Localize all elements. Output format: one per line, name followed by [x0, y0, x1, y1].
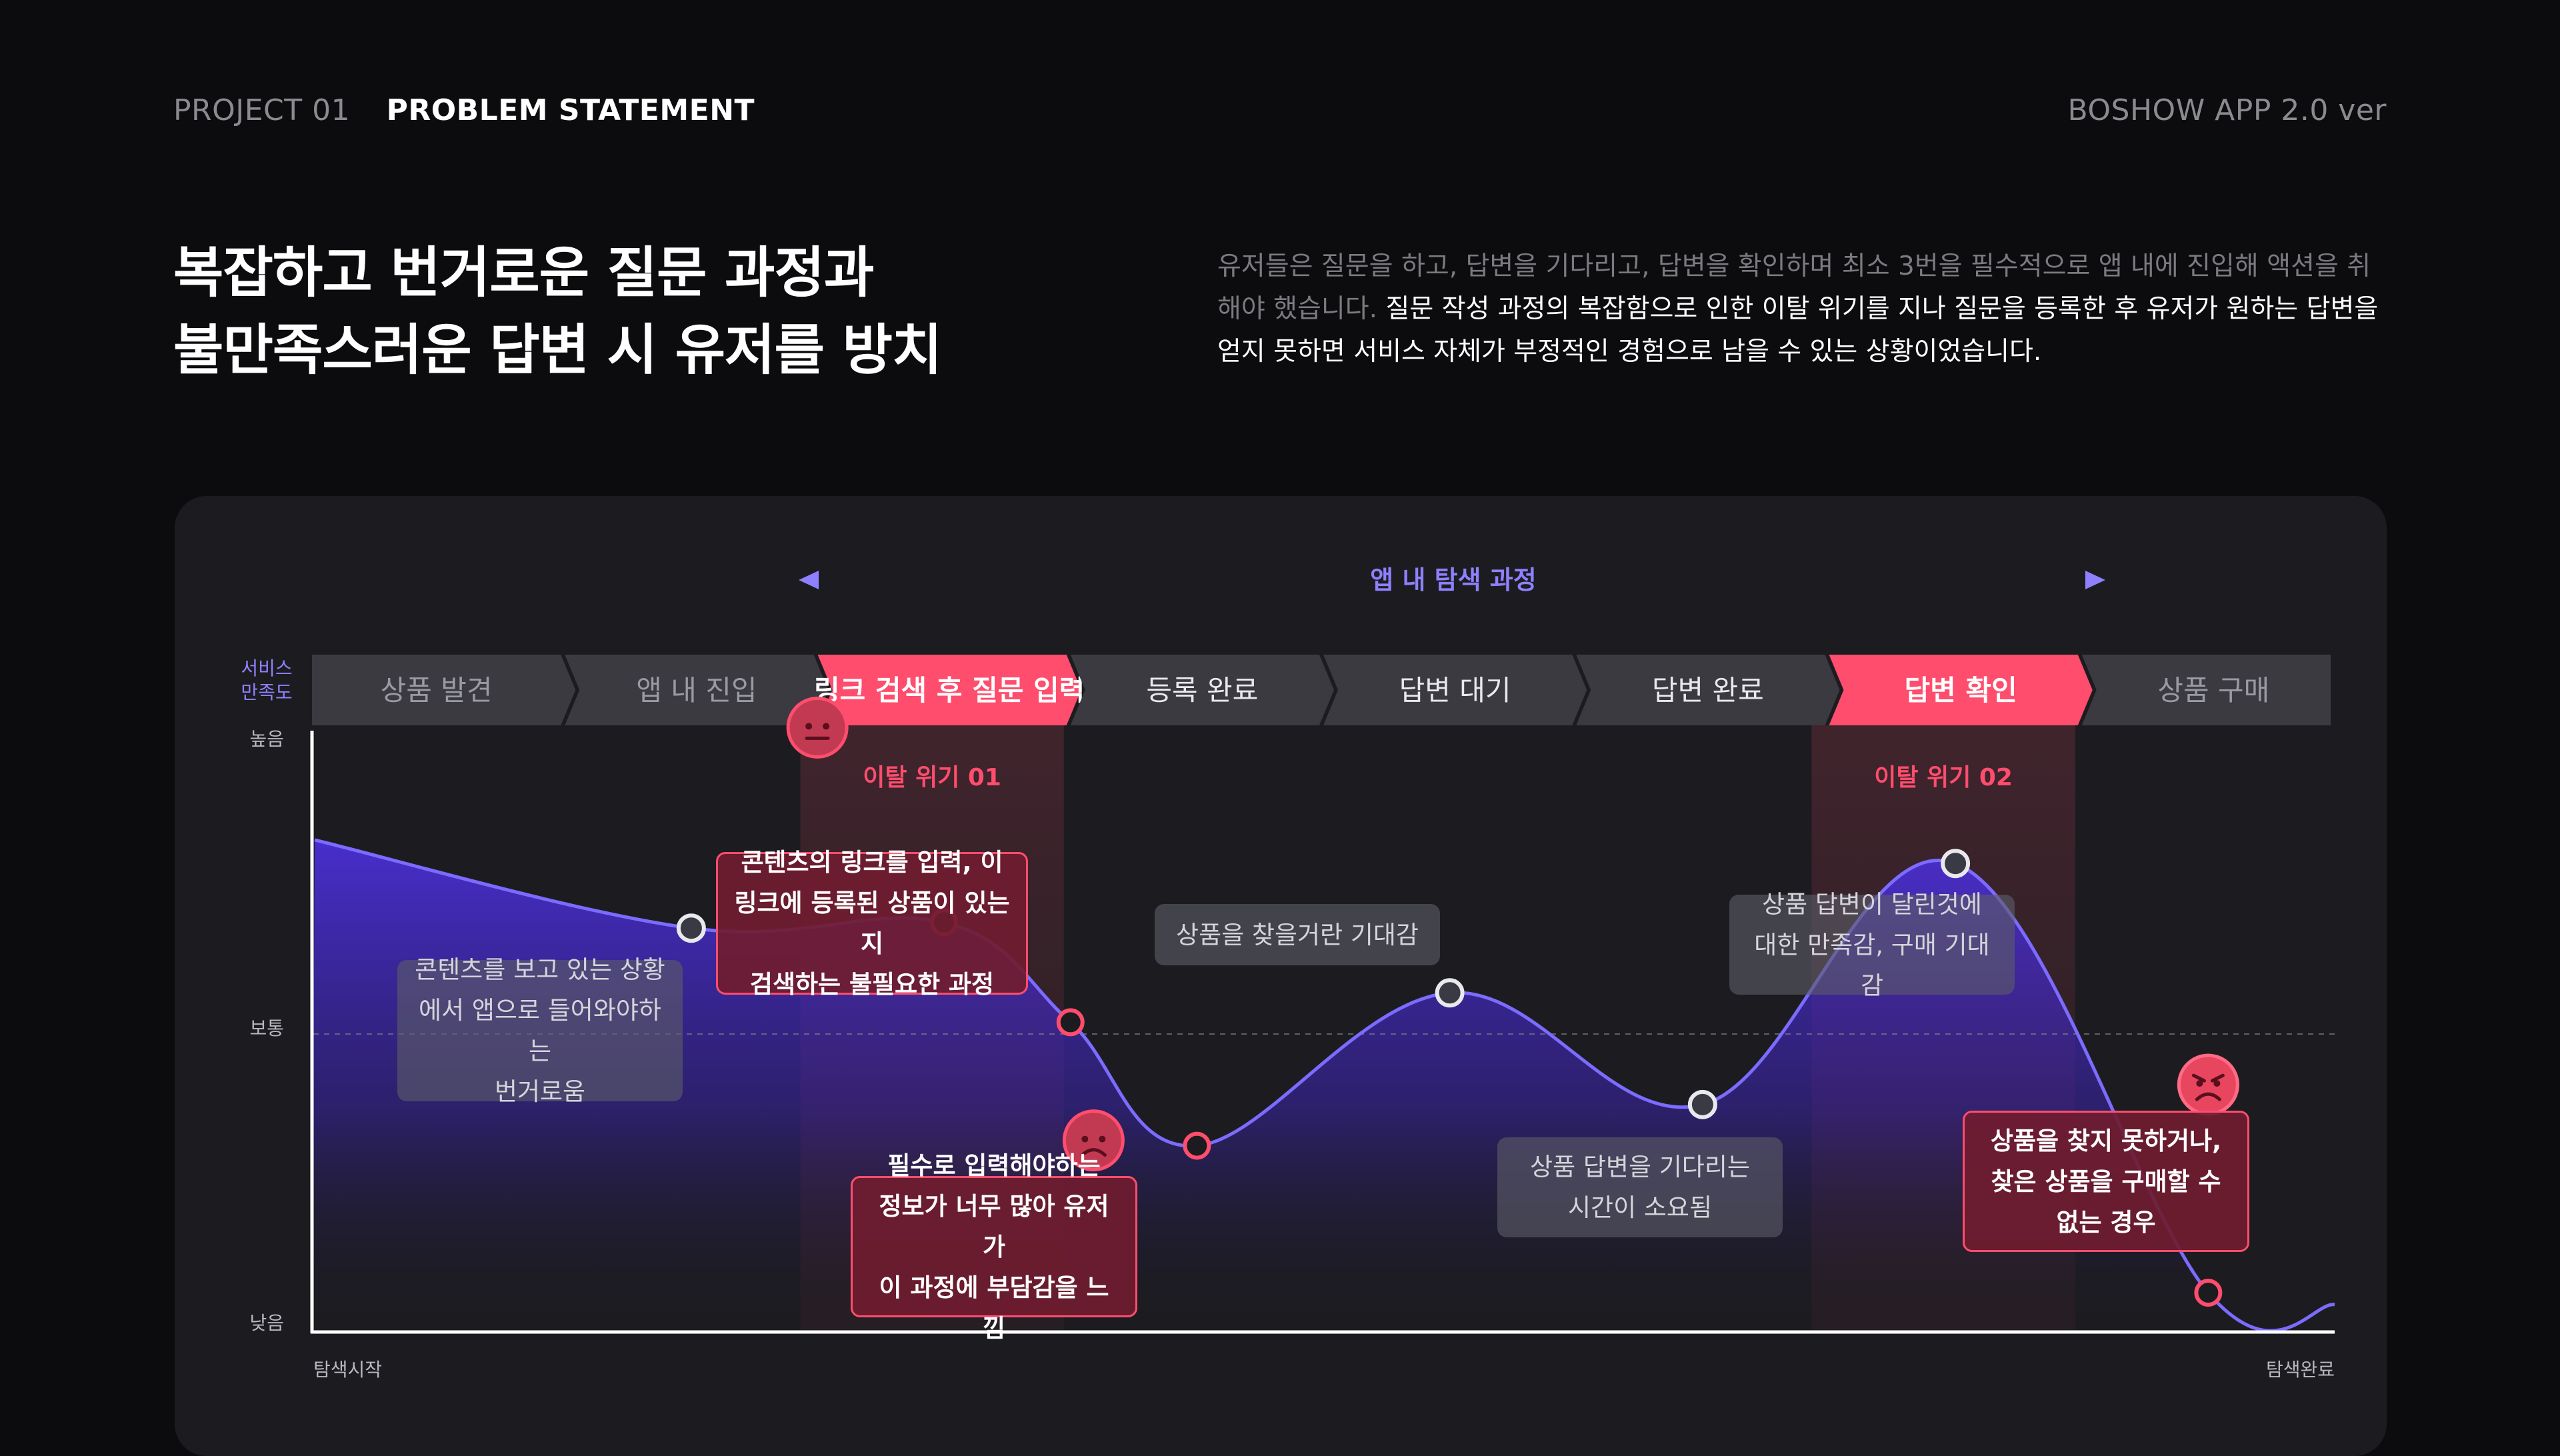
journey-point-4 — [1183, 1131, 1211, 1160]
headline-line-2: 불만족스러운 답변 시 유저를 방치 — [173, 319, 942, 382]
note-required-info: 필수로 입력해야하는 정보가 너무 많아 유저가 이 과정에 부담감을 느낌 — [851, 1151, 1137, 1343]
neutral-face-icon — [786, 696, 849, 759]
journey-point-6 — [1687, 1089, 1717, 1119]
y-level-high: 높음 — [249, 728, 284, 750]
stage-chevron-8 — [2081, 655, 2331, 725]
stage-chevron-3 — [817, 655, 1081, 725]
crisis-zone-label-1: 이탈 위기 01 — [863, 764, 1001, 791]
note-waiting-time: 상품 답변을 기다리는 시간이 소요됨 — [1497, 1137, 1783, 1237]
note-answer-satisfaction: 상품 답변이 달린것에 대한 만족감, 구매 기대감 — [1729, 890, 2015, 1000]
y-axis-title-1: 서비스 — [241, 657, 292, 679]
stage-label-6: 답변 완료 — [1652, 674, 1764, 707]
stage-label-3: 링크 검색 후 질문 입력 — [814, 674, 1085, 707]
journey-map-panel: 앱 내 탐색 과정 서비스 만족도 이탈 위기 01 이탈 위기 02 상품 발견… — [175, 496, 2387, 1456]
section-title: PROBLEM STATEMENT — [386, 93, 755, 127]
process-label: 앱 내 탐색 과정 — [1370, 565, 1536, 595]
project-number: PROJECT 01 — [173, 93, 351, 127]
x-axis-start: 탐색시작 — [313, 1359, 382, 1381]
journey-point-3 — [1056, 1008, 1085, 1037]
stage-label-5: 답변 대기 — [1399, 674, 1511, 707]
stage-chevron-7 — [1829, 655, 2093, 725]
description-highlight: 질문 작성 과정의 복잡함으로 인한 이탈 위기를 지나 질문을 등록한 후 유… — [1217, 294, 2379, 367]
description-muted: 유저들은 질문을 하고, 답변을 기다리고, 답변을 확인하며 최소 3번을 필… — [1217, 251, 2371, 324]
x-axis-end: 탐색완료 — [2266, 1359, 2335, 1381]
sad-face-icon — [1062, 1109, 1125, 1172]
note-expectation: 상품을 찾을거란 기대감 — [1155, 904, 1440, 965]
y-axis-title-2: 만족도 — [241, 681, 292, 703]
headline-line-1: 복잡하고 번거로운 질문 과정과 — [173, 241, 874, 305]
stage-chevron-6 — [1576, 655, 1840, 725]
y-level-mid: 보통 — [249, 1017, 284, 1039]
journey-point-5 — [1435, 978, 1465, 1008]
stage-chevron-2 — [565, 655, 829, 725]
journey-point-8 — [2194, 1279, 2223, 1307]
stage-chevron-1 — [312, 655, 576, 725]
note-product-not-found: 상품을 찾지 못하거나, 찾은 상품을 구매할 수 없는 경우 — [1963, 1111, 2249, 1252]
stage-label-4: 등록 완료 — [1146, 674, 1258, 707]
stage-label-1: 상품 발견 — [381, 674, 493, 707]
stage-chevron-4 — [1070, 655, 1334, 725]
note-link-search: 콘텐츠의 링크를 입력, 이 링크에 등록된 상품이 있는지 검색하는 불필요한… — [716, 848, 1028, 999]
page-header-left: PROJECT 01 PROBLEM STATEMENT — [173, 93, 755, 127]
journey-point-7 — [1941, 849, 1971, 879]
arrow-right-icon — [2085, 571, 2105, 589]
stage-label-2: 앱 내 진입 — [636, 674, 757, 707]
y-level-low: 낮음 — [249, 1312, 284, 1334]
stage-label-7: 답변 확인 — [1905, 674, 2017, 707]
journey-point-1 — [676, 913, 706, 943]
app-version: BOSHOW APP 2.0 ver — [2067, 93, 2387, 127]
problem-description: 유저들은 질문을 하고, 답변을 기다리고, 답변을 확인하며 최소 3번을 필… — [1217, 245, 2391, 373]
arrow-left-icon — [799, 571, 819, 589]
process-arrow: 앱 내 탐색 과정 — [799, 565, 2105, 595]
note-app-entry: 콘텐츠를 보고 있는 상황 에서 앱으로 들어와야하는 번거로움 — [397, 955, 683, 1106]
crisis-zone-label-2: 이탈 위기 02 — [1874, 764, 2013, 791]
stage-label-8: 상품 구매 — [2157, 674, 2269, 707]
stage-chevron-5 — [1323, 655, 1587, 725]
angry-face-icon — [2177, 1053, 2239, 1116]
page-headline: 복잡하고 번거로운 질문 과정과 불만족스러운 답변 시 유저를 방치 — [173, 235, 1107, 389]
stage-bar: 상품 발견 앱 내 진입 링크 검색 후 질문 입력 등록 완료 답변 대기 답변 완료 답… — [312, 655, 2331, 725]
